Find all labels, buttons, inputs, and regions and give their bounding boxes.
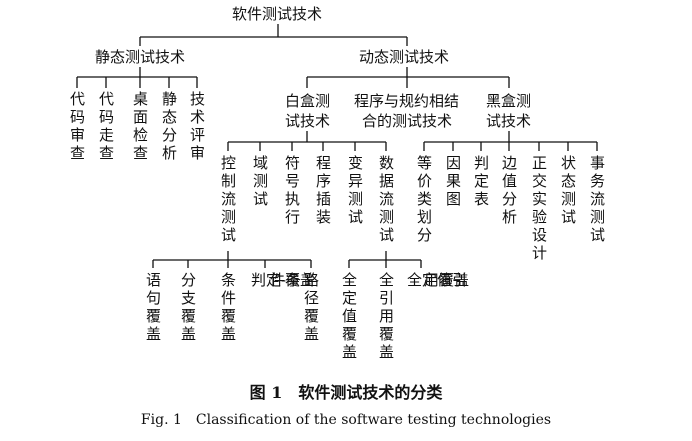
dynamic-testing-node: 动态测试技术 xyxy=(359,48,450,66)
whitebox-child-mutation-testing: 变异测试 xyxy=(346,155,364,227)
static-child-static-analysis: 静态分析 xyxy=(160,91,178,163)
static-child-technical-review: 技术评审 xyxy=(188,91,206,163)
blackbox-node-line2: 试技术 xyxy=(486,112,532,130)
whitebox-child-symbolic-execution: 符号执行 xyxy=(283,155,301,227)
coverage-all-def-use-col1: 全定值引 xyxy=(407,271,468,289)
blackbox-child-decision-table: 判定表 xyxy=(472,155,490,209)
figure-caption-chinese: 图 1 软件测试技术的分类 xyxy=(249,383,443,402)
spec-combined-node-line2: 合的测试技术 xyxy=(362,112,453,130)
whitebox-child-domain-testing: 域测试 xyxy=(251,155,269,209)
blackbox-child-boundary-value: 边值分析 xyxy=(500,155,518,227)
coverage-all-def-use-col2: 用覆盖 xyxy=(424,271,470,289)
static-testing-node: 静态测试技术 xyxy=(95,48,186,66)
blackbox-child-cause-effect-graph: 因果图 xyxy=(444,155,462,209)
figure-caption-english: Fig. 1 Classification of the software te… xyxy=(140,412,552,428)
whitebox-child-instrumentation: 程序插装 xyxy=(314,155,332,227)
root-node: 软件测试技术 xyxy=(232,5,323,23)
blackbox-child-transaction-flow: 事务流测试 xyxy=(588,155,606,245)
blackbox-child-state-testing: 状态测试 xyxy=(559,155,577,227)
coverage-condition: 条件覆盖 xyxy=(219,272,237,344)
coverage-decision-condition-col1: 判定-条 xyxy=(251,271,302,289)
coverage-all-definitions: 全定值覆盖 xyxy=(340,272,358,362)
coverage-path: 路径覆盖 xyxy=(302,272,320,344)
whitebox-child-control-flow: 控制流测试 xyxy=(219,155,237,245)
whitebox-node-line2: 试技术 xyxy=(285,112,331,130)
coverage-statement: 语句覆盖 xyxy=(144,272,162,344)
blackbox-child-equivalence-partitioning: 等价类划分 xyxy=(415,155,433,245)
spec-combined-node-line1: 程序与规约相结 xyxy=(354,92,460,110)
coverage-decision-condition-col2: 件覆盖 xyxy=(270,271,316,289)
coverage-all-uses: 全引用覆盖 xyxy=(377,272,395,362)
whitebox-node-line1: 白盒测 xyxy=(285,92,331,110)
blackbox-child-orthogonal-experiment: 正交实验设计 xyxy=(530,155,548,263)
blackbox-node-line1: 黑盒测 xyxy=(486,92,532,110)
static-child-code-inspection: 代码审查 xyxy=(68,91,86,163)
static-child-desk-check: 桌面检查 xyxy=(131,91,149,163)
coverage-branch: 分支覆盖 xyxy=(179,272,197,344)
static-child-code-walkthrough: 代码走查 xyxy=(97,91,115,163)
whitebox-child-data-flow: 数据流测试 xyxy=(377,155,395,245)
